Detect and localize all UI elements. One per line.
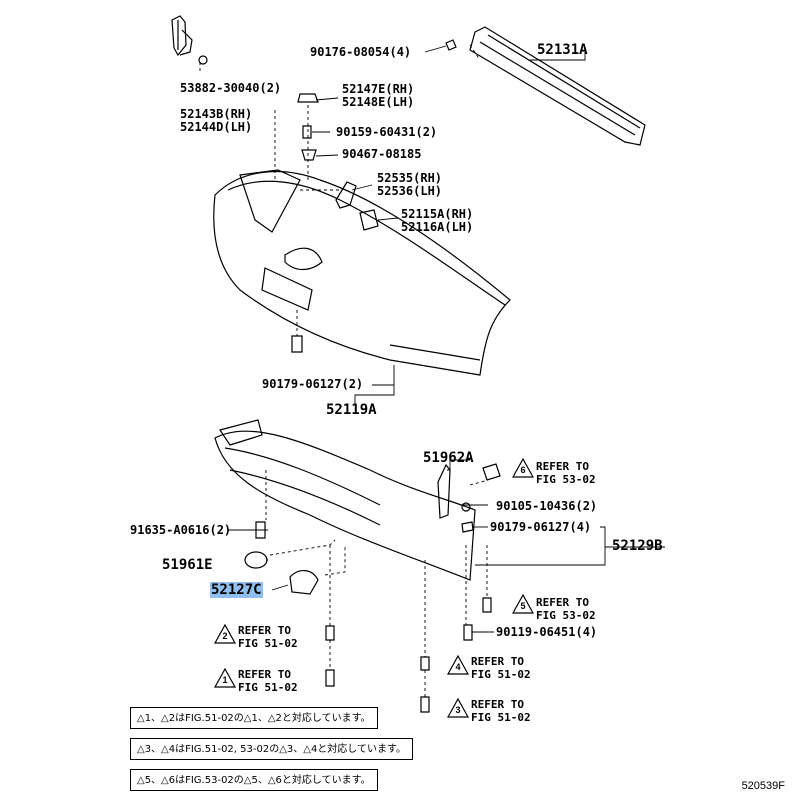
bumper-cover-52119a <box>213 169 511 376</box>
label-52147e: 52147E(RH) <box>342 82 415 96</box>
bolt-ref5 <box>482 597 492 613</box>
bracket-51962a <box>437 463 451 519</box>
bracket-52143b <box>171 15 193 57</box>
label-90179b: 90179-06127(4) <box>490 520 592 534</box>
warning-triangle-icon: 4 <box>447 655 469 675</box>
bolt-ref3 <box>420 656 430 671</box>
label-90105: 90105-10436(2) <box>496 499 598 513</box>
label-52536: 52536(LH) <box>377 184 443 198</box>
label-90467: 90467-08185 <box>342 147 422 161</box>
lower-spoiler-52129b <box>214 419 476 581</box>
label-90159: 90159-60431(2) <box>336 125 438 139</box>
label-52535: 52535(RH) <box>377 171 443 185</box>
label-52131a: 52131A <box>537 42 588 58</box>
bolt-ref1 <box>325 625 335 641</box>
note-box-1: △1、△2はFIG.51-02の△1、△2と対応しています。 <box>130 707 378 729</box>
note-box-2: △3、△4はFIG.51-02, 53-02の△3、△4と対応しています。 <box>130 738 414 760</box>
refer-fig-51-02-b[interactable]: REFER TO FIG 51-02 <box>238 668 298 694</box>
clip-upper-right <box>482 463 501 481</box>
label-51962a: 51962A <box>423 450 474 466</box>
label-52115a: 52115A(RH) <box>401 207 474 221</box>
warning-triangle-icon: 3 <box>447 698 469 718</box>
label-90179a: 90179-06127(2) <box>262 377 364 391</box>
label-52119a: 52119A <box>326 402 377 418</box>
refer-fig-51-02-a[interactable]: REFER TO FIG 51-02 <box>238 624 298 650</box>
highlighted-part-number: 52127C <box>210 582 263 598</box>
label-90176: 90176-08054(4) <box>310 45 412 59</box>
bolt-ref4 <box>420 696 430 713</box>
refer-fig-53-02-a[interactable]: REFER TO FIG 53-02 <box>536 460 596 486</box>
refer-fig-51-02-c[interactable]: REFER TO FIG 51-02 <box>471 655 531 681</box>
nut-90179b <box>461 521 474 533</box>
warning-triangle-icon: 2 <box>214 624 236 644</box>
bolt-90159 <box>302 125 312 139</box>
label-53882: 53882-30040(2) <box>180 81 282 95</box>
bracket-52115a <box>359 209 379 231</box>
label-52116a: 52116A(LH) <box>401 220 474 234</box>
bolt-91635 <box>255 521 266 539</box>
figure-number: 520539F <box>741 780 785 792</box>
bolt-90119 <box>463 624 473 641</box>
label-90119: 90119-06451(4) <box>496 625 598 639</box>
label-52144d: 52144D(LH) <box>180 120 253 134</box>
tow-hook-51961e <box>244 551 268 569</box>
clip-90467 <box>301 149 317 161</box>
label-52127c: 52127C <box>210 582 263 598</box>
warning-triangle-icon: 1 <box>214 668 236 688</box>
label-52129b: 52129B <box>612 538 663 554</box>
label-52148e: 52148E(LH) <box>342 95 415 109</box>
nut-90105 <box>461 502 471 512</box>
leader-lines <box>228 45 665 633</box>
note-box-3: △5、△6はFIG.53-02の△5、△6と対応しています。 <box>130 769 378 791</box>
label-52143b: 52143B(RH) <box>180 107 253 121</box>
dashed-leaders <box>199 44 489 697</box>
cover-52127c <box>289 570 319 595</box>
nut-90176 <box>445 39 457 51</box>
refer-fig-53-02-b[interactable]: REFER TO FIG 53-02 <box>536 596 596 622</box>
refer-fig-51-02-d[interactable]: REFER TO FIG 51-02 <box>471 698 531 724</box>
bumper-reinforcement <box>469 26 646 146</box>
label-91635: 91635-A0616(2) <box>130 523 232 537</box>
warning-triangle-icon: 6 <box>512 458 534 478</box>
bolt-ref2 <box>325 669 335 687</box>
label-51961e: 51961E <box>162 557 213 573</box>
nut-53882 <box>198 55 208 65</box>
bracket-52535 <box>335 181 357 209</box>
retainer-52147e <box>297 93 319 103</box>
nut-90179a <box>291 335 303 353</box>
warning-triangle-icon: 5 <box>512 594 534 614</box>
